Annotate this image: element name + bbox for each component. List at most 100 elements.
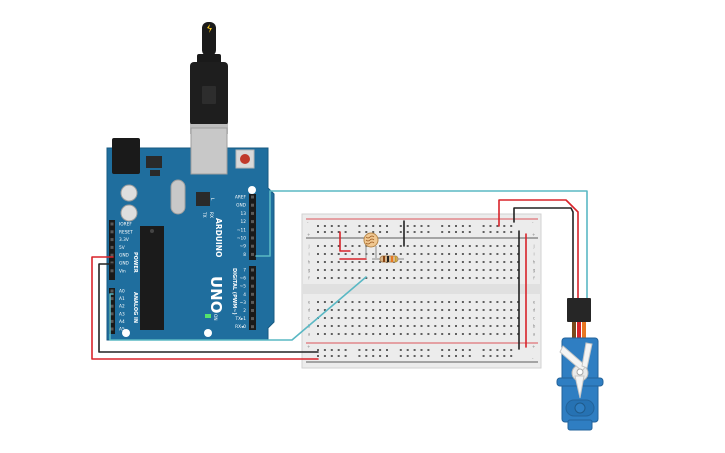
- breadboard-hole[interactable]: [420, 225, 423, 227]
- breadboard-hole[interactable]: [344, 269, 347, 271]
- breadboard-hole[interactable]: [358, 231, 361, 233]
- breadboard-hole[interactable]: [358, 277, 361, 279]
- breadboard-hole[interactable]: [337, 261, 340, 263]
- header-pin[interactable]: [110, 297, 114, 301]
- breadboard-hole[interactable]: [468, 309, 471, 311]
- breadboard-hole[interactable]: [344, 245, 347, 247]
- breadboard-hole[interactable]: [420, 309, 423, 311]
- breadboard-hole[interactable]: [358, 325, 361, 327]
- breadboard-hole[interactable]: [489, 269, 492, 271]
- header-pin[interactable]: [110, 253, 114, 257]
- header-pin[interactable]: [110, 238, 114, 242]
- breadboard-hole[interactable]: [441, 253, 444, 255]
- wire-servo-power[interactable]: [498, 199, 579, 299]
- breadboard-hole[interactable]: [399, 231, 402, 233]
- breadboard-hole[interactable]: [475, 309, 478, 311]
- breadboard-hole[interactable]: [372, 333, 375, 335]
- breadboard-hole[interactable]: [337, 325, 340, 327]
- breadboard-hole[interactable]: [475, 253, 478, 255]
- breadboard-hole[interactable]: [482, 301, 485, 303]
- header-pin[interactable]: [251, 228, 254, 232]
- breadboard-hole[interactable]: [468, 261, 471, 263]
- breadboard-hole[interactable]: [386, 277, 388, 279]
- photoresistor[interactable]: [363, 232, 379, 258]
- breadboard-hole[interactable]: [420, 261, 423, 263]
- breadboard-hole[interactable]: [517, 253, 520, 255]
- breadboard-hole[interactable]: [455, 277, 457, 279]
- breadboard-hole[interactable]: [358, 269, 361, 271]
- wires[interactable]: [91, 190, 588, 360]
- breadboard-hole[interactable]: [323, 317, 326, 319]
- breadboard-hole[interactable]: [317, 301, 319, 303]
- breadboard-hole[interactable]: [482, 245, 485, 247]
- breadboard-hole[interactable]: [468, 301, 471, 303]
- breadboard-hole[interactable]: [372, 261, 375, 263]
- resistor[interactable]: [372, 255, 404, 263]
- header-pin[interactable]: [251, 220, 254, 224]
- breadboard-hole[interactable]: [434, 333, 437, 335]
- breadboard-hole[interactable]: [337, 349, 340, 351]
- breadboard-hole[interactable]: [517, 333, 520, 335]
- breadboard-hole[interactable]: [379, 309, 382, 311]
- breadboard-hole[interactable]: [427, 269, 430, 271]
- breadboard-hole[interactable]: [468, 333, 471, 335]
- breadboard-hole[interactable]: [344, 301, 347, 303]
- breadboard-hole[interactable]: [351, 301, 354, 303]
- breadboard-hole[interactable]: [455, 309, 457, 311]
- header-pin[interactable]: [110, 261, 114, 265]
- breadboard-hole[interactable]: [461, 225, 464, 227]
- header-pin[interactable]: [251, 284, 254, 288]
- header-pin[interactable]: [110, 304, 114, 308]
- breadboard-hole[interactable]: [358, 355, 361, 357]
- header-pin[interactable]: [251, 244, 254, 248]
- breadboard-hole[interactable]: [399, 245, 402, 247]
- breadboard-hole[interactable]: [475, 301, 478, 303]
- breadboard-hole[interactable]: [468, 253, 471, 255]
- breadboard-hole[interactable]: [434, 269, 437, 271]
- breadboard-hole[interactable]: [344, 349, 347, 351]
- breadboard-hole[interactable]: [434, 253, 437, 255]
- breadboard-hole[interactable]: [330, 253, 333, 255]
- breadboard-hole[interactable]: [461, 309, 464, 311]
- breadboard-hole[interactable]: [420, 245, 423, 247]
- breadboard-hole[interactable]: [358, 301, 361, 303]
- breadboard-hole[interactable]: [448, 333, 451, 335]
- breadboard-hole[interactable]: [379, 325, 382, 327]
- header-pin[interactable]: [251, 276, 254, 280]
- breadboard-hole[interactable]: [448, 309, 451, 311]
- breadboard-hole[interactable]: [468, 269, 471, 271]
- breadboard-hole[interactable]: [351, 269, 354, 271]
- breadboard-hole[interactable]: [489, 355, 492, 357]
- breadboard-hole[interactable]: [330, 325, 333, 327]
- breadboard-hole[interactable]: [379, 355, 382, 357]
- breadboard-hole[interactable]: [420, 231, 423, 233]
- breadboard-hole[interactable]: [406, 245, 409, 247]
- breadboard-hole[interactable]: [503, 225, 506, 227]
- breadboard-hole[interactable]: [441, 225, 444, 227]
- breadboard-hole[interactable]: [413, 301, 416, 303]
- header-pin[interactable]: [110, 319, 114, 323]
- breadboard-hole[interactable]: [489, 333, 492, 335]
- breadboard-hole[interactable]: [496, 231, 499, 233]
- breadboard-hole[interactable]: [379, 269, 382, 271]
- breadboard-hole[interactable]: [386, 245, 388, 247]
- breadboard-hole[interactable]: [489, 245, 492, 247]
- breadboard-hole[interactable]: [413, 261, 416, 263]
- breadboard-hole[interactable]: [413, 269, 416, 271]
- breadboard-hole[interactable]: [482, 349, 485, 351]
- breadboard-holes[interactable]: [317, 225, 520, 357]
- breadboard-hole[interactable]: [413, 309, 416, 311]
- breadboard-hole[interactable]: [475, 269, 478, 271]
- breadboard-hole[interactable]: [323, 261, 326, 263]
- breadboard-hole[interactable]: [406, 325, 409, 327]
- breadboard-hole[interactable]: [420, 277, 423, 279]
- breadboard-hole[interactable]: [482, 333, 485, 335]
- breadboard-hole[interactable]: [503, 309, 506, 311]
- breadboard-hole[interactable]: [427, 231, 430, 233]
- breadboard-hole[interactable]: [358, 261, 361, 263]
- breadboard-hole[interactable]: [441, 355, 444, 357]
- breadboard-hole[interactable]: [427, 253, 430, 255]
- breadboard-hole[interactable]: [323, 325, 326, 327]
- breadboard-hole[interactable]: [372, 301, 375, 303]
- breadboard-hole[interactable]: [358, 317, 361, 319]
